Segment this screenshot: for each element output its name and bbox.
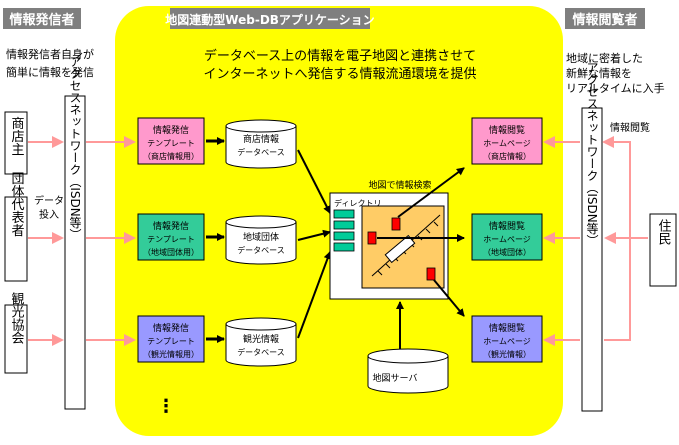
directory-label: ディレクトリ <box>334 198 381 208</box>
directory-entry-1[interactable] <box>333 209 355 219</box>
database-shop-line2: データベース <box>237 147 285 157</box>
sender-header: 情報発信者 <box>9 12 74 28</box>
viewer-header: 情報閲覧者 <box>572 12 637 28</box>
viewer-desc-line2: 新鮮な情報を <box>566 66 632 80</box>
template-shop-line1: 情報発信 <box>153 124 189 136</box>
map-server-label: 地図サーバ <box>373 372 418 384</box>
marker-to-homepage-arrows <box>377 167 465 317</box>
data-input-line1: データ <box>34 194 64 207</box>
database-tourism-line1: 観光情報 <box>243 333 279 345</box>
homepage-tourism-line2: ホームページ <box>483 337 531 346</box>
database-tourism <box>225 317 297 367</box>
sender-tourism-label: 観光協会 <box>9 292 25 344</box>
template-group-line2: テンプレート <box>147 235 195 244</box>
database-shop-line1: 商店情報 <box>243 133 279 145</box>
homepage-group <box>471 213 543 261</box>
viewer-desc-line1: 地域に密着した <box>566 51 643 65</box>
homepage-group-line2: ホームページ <box>483 235 531 244</box>
app-desc-line2: インターネットへ発信する情報流通環境を提供 <box>203 66 476 82</box>
directory-entry-2[interactable] <box>333 220 355 230</box>
template-to-db-arrows <box>206 137 225 343</box>
sender-box-tourism <box>4 304 28 374</box>
directory-entry-3[interactable] <box>333 231 355 241</box>
template-tourism-line1: 情報発信 <box>153 322 189 334</box>
viewer-desc-line3: リアルタイムに入手 <box>566 81 665 95</box>
homepage-group-line3: （地域団体） <box>483 247 531 257</box>
template-tourism <box>137 315 205 363</box>
template-group-line1: 情報発信 <box>153 220 189 232</box>
template-shop <box>137 117 205 165</box>
app-header: 地図連動型Web-DBアプリケーション <box>165 12 374 27</box>
viewing-label: 情報閲覧 <box>610 121 650 134</box>
map-building <box>384 234 416 264</box>
access-network-left <box>64 95 86 410</box>
homepage-group-line1: 情報閲覧 <box>489 220 525 232</box>
sender-group-label: 団体代表者 <box>9 172 25 238</box>
map-marker-tourism[interactable] <box>426 267 436 281</box>
database-group <box>225 215 297 265</box>
left-pink-arrows <box>28 136 136 346</box>
sender-desc-line1: 情報発信者自身が <box>6 47 94 61</box>
homepage-shop-line2: ホームページ <box>483 139 531 148</box>
sender-box-shop <box>4 111 28 175</box>
database-shop <box>225 119 297 169</box>
homepage-shop-line3: （商店情報） <box>483 151 531 161</box>
homepage-shop <box>471 117 543 165</box>
app-desc-line1: データベース上の情報を電子地図と連携させて <box>204 48 476 64</box>
homepage-tourism-line3: （観光情報） <box>483 349 531 359</box>
resident-box <box>649 213 677 287</box>
sender-header-bg <box>3 8 81 29</box>
access-network-right <box>581 107 603 412</box>
sender-shop-label: 商店主 <box>9 117 25 156</box>
template-group <box>137 213 205 261</box>
access-network-right-label: アクセスネットワーク（ISDN等） <box>585 61 599 246</box>
map-marker-group[interactable] <box>367 231 377 245</box>
data-input-line2: 投入 <box>39 208 59 221</box>
map-marker-shop[interactable] <box>391 217 401 231</box>
db-to-directory-arrows <box>297 149 332 339</box>
resident-label: 住民 <box>656 219 672 246</box>
app-header-bg <box>170 8 370 29</box>
database-group-line2: データベース <box>237 245 285 255</box>
directory-entry-4[interactable] <box>333 242 355 252</box>
right-pink-arrows <box>543 136 648 346</box>
template-shop-line3: （商店情報用） <box>143 151 199 161</box>
template-tourism-line3: （観光情報用） <box>143 349 199 359</box>
sender-desc-line2: 簡単に情報を発信 <box>6 65 94 79</box>
template-shop-line2: テンプレート <box>147 139 195 148</box>
template-tourism-line2: テンプレート <box>147 337 195 346</box>
viewer-header-bg <box>565 8 645 29</box>
sender-box-group <box>4 196 28 282</box>
homepage-shop-line1: 情報閲覧 <box>489 124 525 136</box>
database-tourism-line2: データベース <box>237 347 285 357</box>
homepage-tourism <box>471 315 543 363</box>
access-network-left-label: アクセスネットワーク（ISDN等） <box>68 55 82 240</box>
database-group-line1: 地域団体 <box>243 231 279 243</box>
map-search-label: 地図で情報検索 <box>368 179 431 191</box>
map-server <box>367 348 449 394</box>
homepage-tourism-line1: 情報閲覧 <box>489 322 525 334</box>
template-group-line3: （地域団体用） <box>143 247 199 257</box>
ellipsis: ⋮ <box>157 396 175 417</box>
